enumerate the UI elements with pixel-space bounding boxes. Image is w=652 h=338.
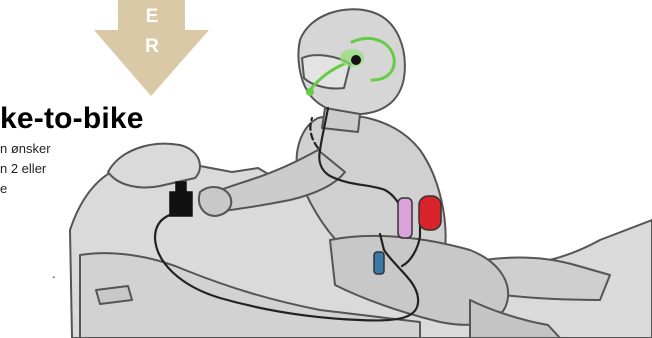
module-red [419, 196, 441, 230]
body-trailing-dot: . [52, 266, 56, 281]
body-line-1: n ønsker [0, 141, 51, 156]
section-heading: ke-to-bike [0, 102, 144, 136]
body-line-3: e [0, 181, 7, 196]
module-pink [398, 198, 412, 238]
body-line-2: n 2 eller [0, 161, 46, 176]
connector-blue [374, 252, 384, 274]
